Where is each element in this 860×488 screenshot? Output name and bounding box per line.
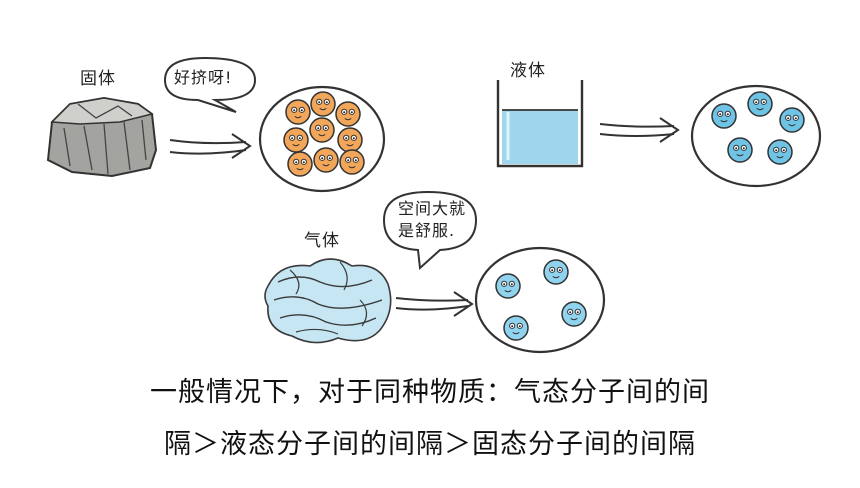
solid-label: 固体 <box>80 69 116 89</box>
gas-molecule <box>503 315 529 341</box>
solid-speech-bubble <box>163 56 257 113</box>
solid-molecule <box>309 117 335 143</box>
gas-molecule-container <box>474 246 606 354</box>
gas-arrow <box>395 291 474 317</box>
gas-molecule <box>543 259 569 285</box>
gas-speech-bubble <box>382 190 478 271</box>
gas-molecule <box>561 301 587 327</box>
solid-bubble-text: 好挤呀! <box>174 68 233 87</box>
caption-line2: 隔＞液态分子间的间隔＞固态分子间的间隔 <box>164 429 696 460</box>
solid-molecule <box>310 91 336 117</box>
beaker <box>496 80 584 168</box>
liquid-arrow <box>599 117 680 143</box>
liquid-molecule <box>727 137 753 163</box>
solid-arrow <box>169 133 252 159</box>
caption-line1: 一般情况下，对于同种物质：气态分子间的间 <box>150 377 710 408</box>
solid-molecule <box>287 151 313 177</box>
solid-molecule <box>285 99 311 125</box>
solid-molecule <box>337 127 363 153</box>
liquid-molecule <box>747 91 773 117</box>
solid-rock <box>46 96 158 178</box>
liquid-molecule <box>767 139 793 165</box>
liquid-molecule <box>711 103 737 129</box>
gas-cloud <box>264 258 392 344</box>
solid-molecule <box>335 101 361 127</box>
liquid-molecule <box>779 107 805 133</box>
gas-molecule <box>495 273 521 299</box>
solid-molecule <box>283 127 309 153</box>
liquid-label: 液体 <box>510 61 546 81</box>
gas-bubble-line2: 是舒服. <box>398 221 456 240</box>
gas-bubble-line1: 空间大就 <box>398 199 467 218</box>
solid-molecule <box>339 149 365 175</box>
solid-molecule <box>313 147 339 173</box>
gas-label: 气体 <box>304 231 340 251</box>
